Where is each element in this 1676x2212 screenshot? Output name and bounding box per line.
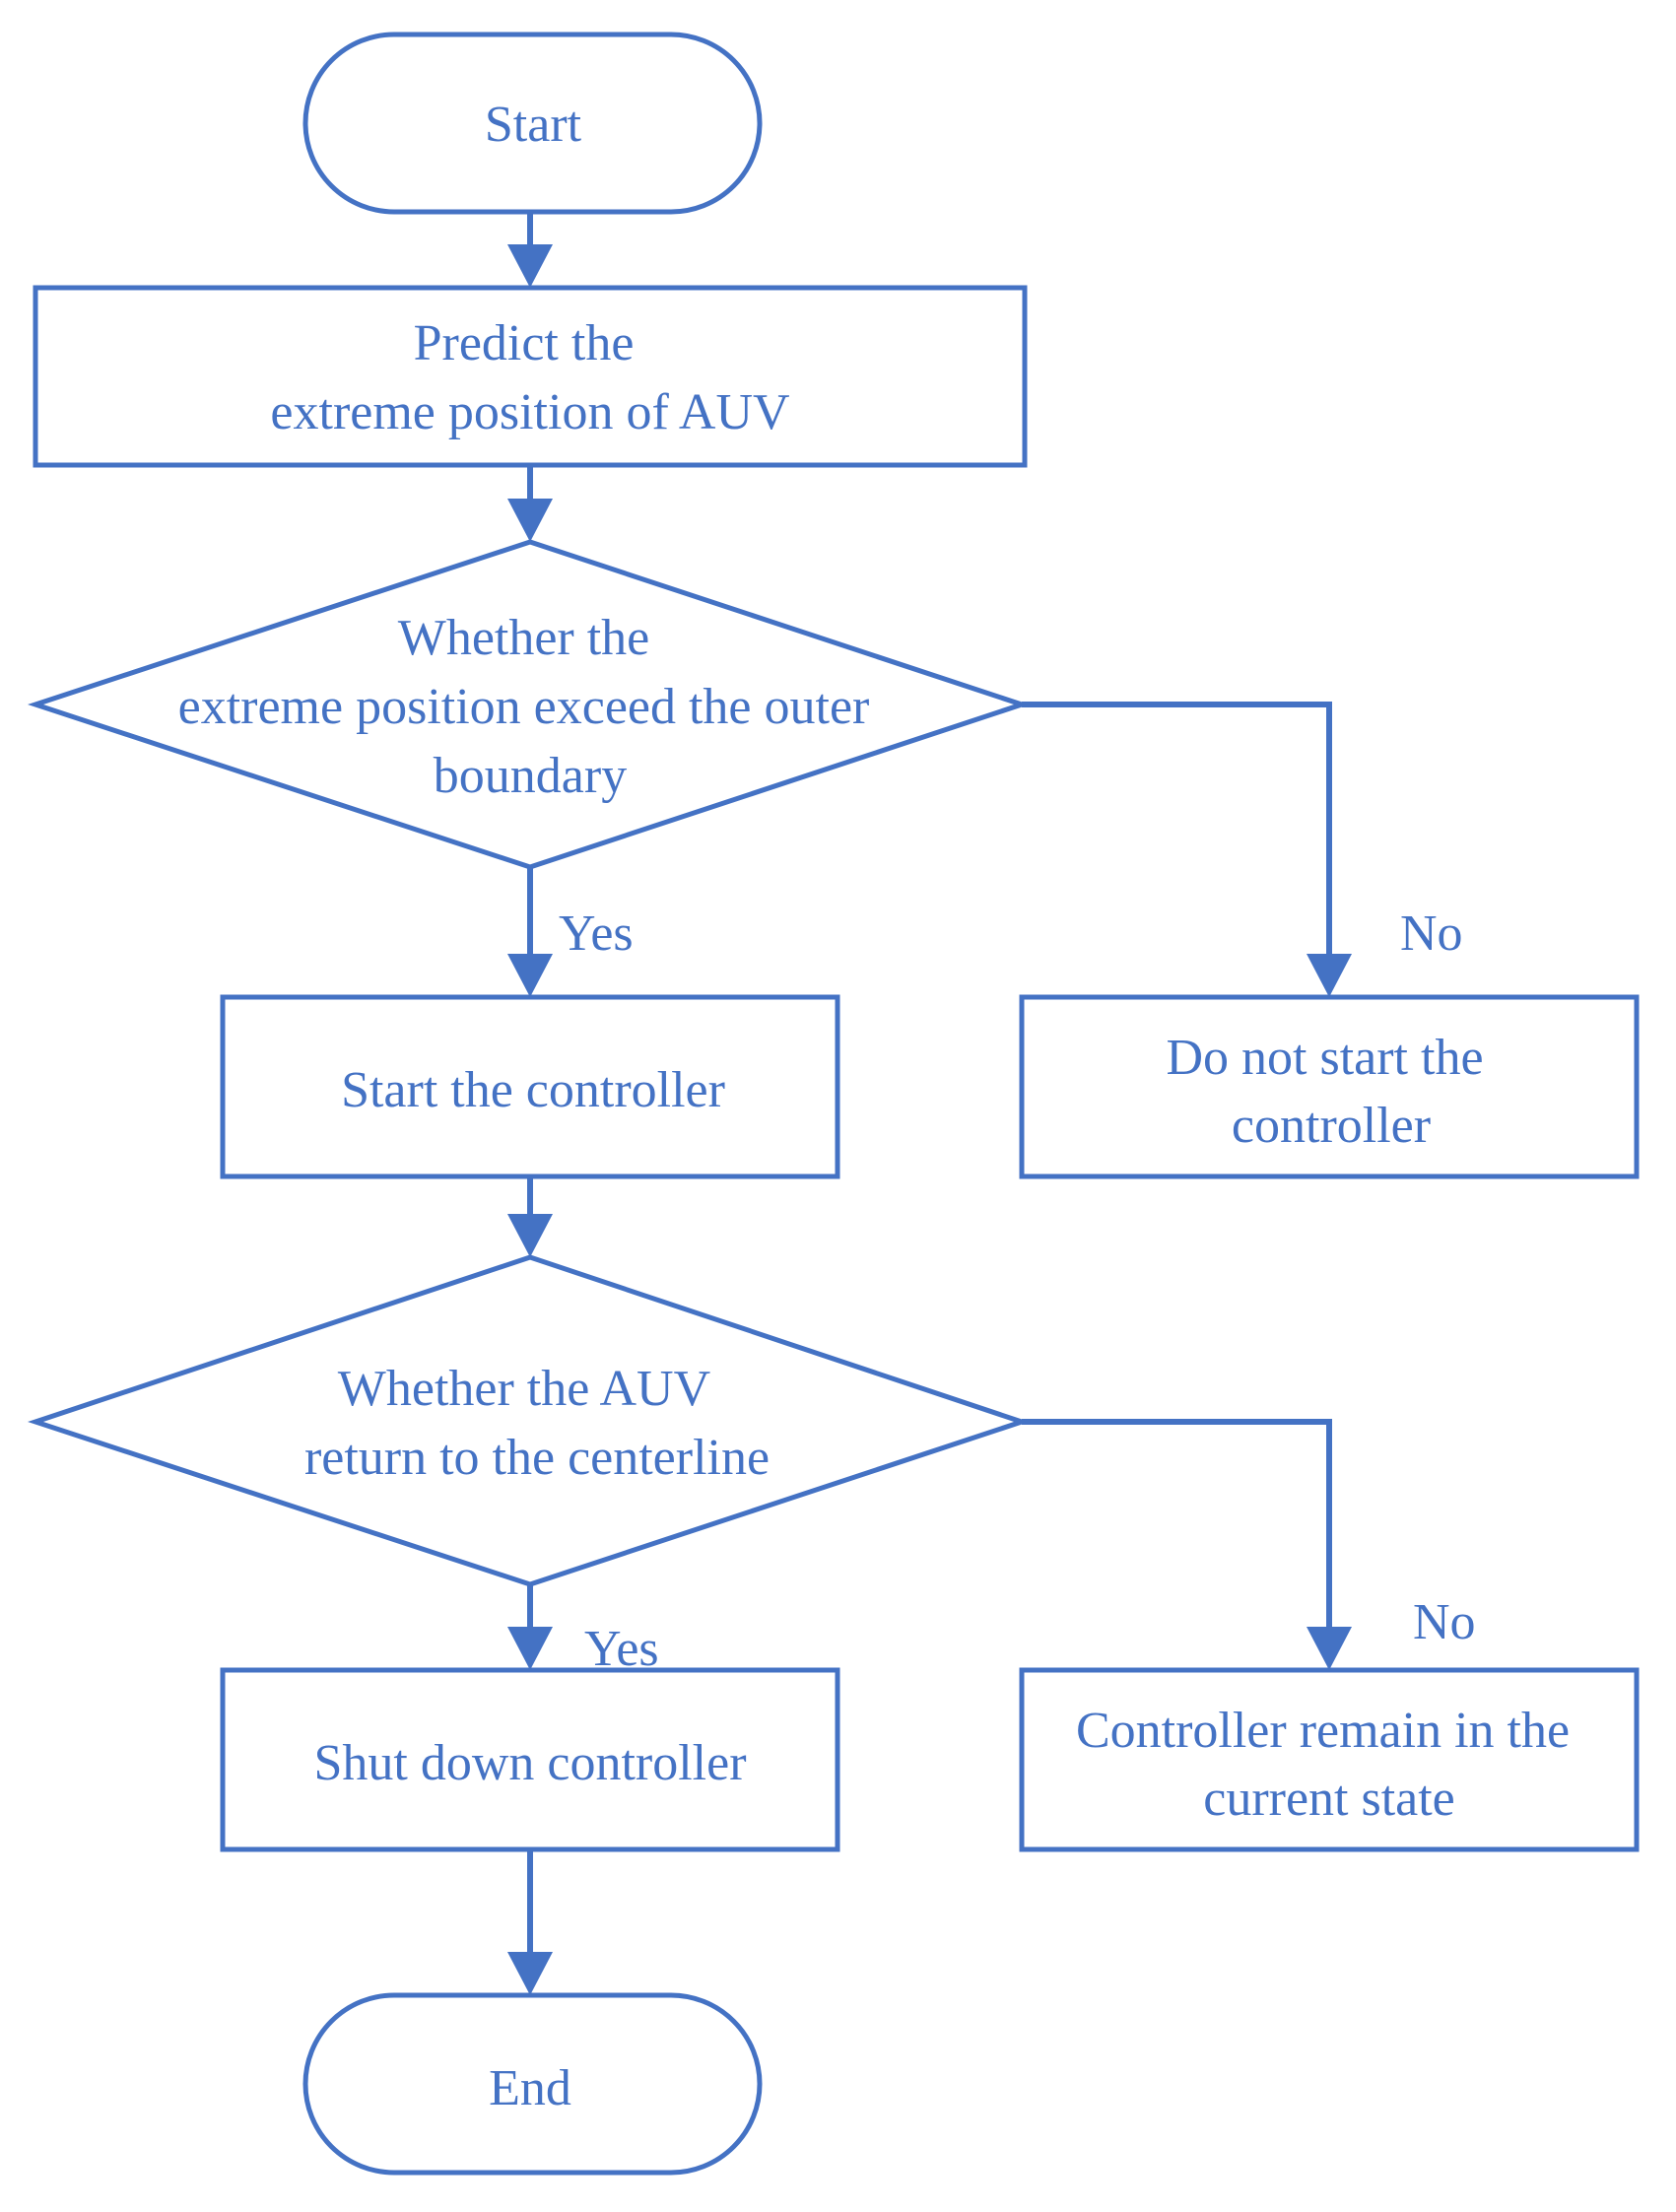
- start-label: Start: [485, 97, 582, 153]
- arrowhead: [1307, 1627, 1352, 1670]
- arrowhead: [507, 1627, 553, 1670]
- shut-down-label: Shut down controller: [313, 1735, 746, 1791]
- do-not-start-label: Do not start the controller: [1166, 1030, 1496, 1154]
- edge-decision2-no: [1022, 1419, 1332, 1631]
- decision-1-yes-label: Yes: [559, 905, 634, 962]
- remain-label: Controller remain in the current state: [1076, 1703, 1582, 1827]
- predict-process-box: [33, 285, 1028, 468]
- end-label: End: [489, 2060, 571, 2116]
- decision-1-no-label: No: [1400, 905, 1463, 962]
- decision-2-label: Whether the AUV return to the centerline: [304, 1361, 770, 1486]
- edge-decision1-no: [1022, 702, 1332, 958]
- decision-1-label: Whether the extreme position exceed the …: [178, 610, 883, 804]
- arrowhead: [507, 1214, 553, 1257]
- arrowhead: [507, 244, 553, 288]
- decision-2-no-label: No: [1413, 1594, 1476, 1650]
- end-terminal: [302, 1992, 763, 2176]
- decision-2-diamond: [28, 1254, 1030, 1587]
- arrowhead: [507, 954, 553, 997]
- decision-2-yes-label: Yes: [584, 1621, 659, 1677]
- arrowhead: [507, 1952, 553, 1995]
- predict-label: Predict the extreme position of AUV: [270, 315, 789, 440]
- arrowhead: [507, 499, 553, 542]
- start-controller-label: Start the controller: [341, 1062, 725, 1118]
- arrowhead: [1307, 954, 1352, 997]
